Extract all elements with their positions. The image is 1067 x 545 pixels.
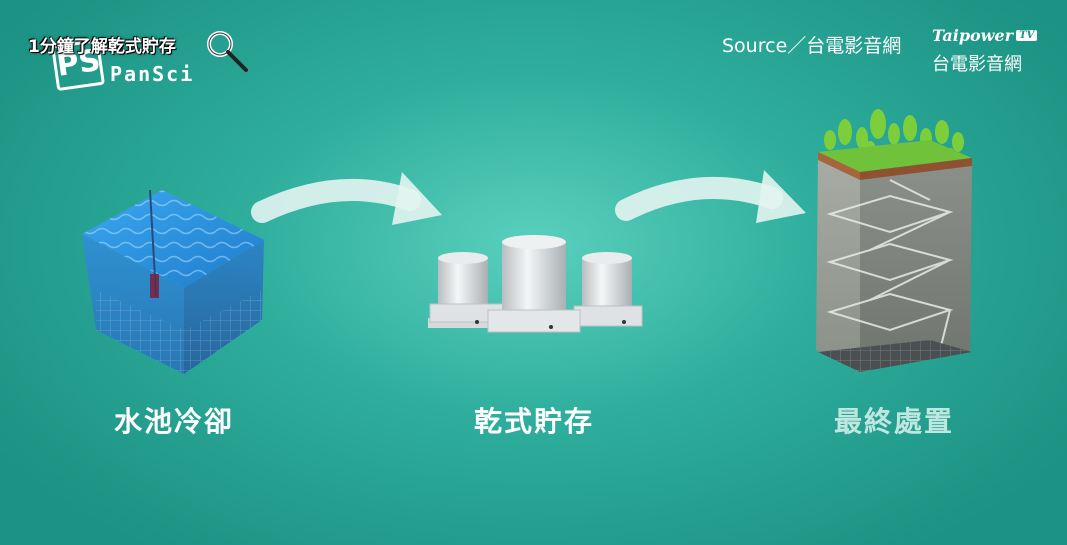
stage-label-pool-cooling: 水池冷卻 bbox=[113, 405, 234, 438]
video-headline: 1分鐘了解乾式貯存 bbox=[28, 37, 176, 57]
geologic-repository-icon bbox=[816, 109, 972, 372]
taipower-brand: Taipower bbox=[932, 26, 1014, 45]
tv-badge: TV bbox=[1016, 30, 1038, 41]
logo-name: PanSci bbox=[110, 62, 195, 86]
stage-label-dry-storage: 乾式貯存 bbox=[473, 405, 594, 438]
source-credit: Source／台電影音網 bbox=[722, 35, 902, 57]
arrow-1-icon bbox=[251, 172, 442, 225]
magnifier-icon bbox=[207, 31, 248, 72]
stage-label-final-disposal: 最終處置 bbox=[833, 405, 954, 438]
water-pool-cube-icon bbox=[82, 189, 264, 374]
arrow-2-icon bbox=[615, 170, 806, 223]
pansci-logo: PS PanSci 1分鐘了解乾式貯存 bbox=[28, 24, 248, 94]
dry-storage-casks-icon bbox=[428, 235, 643, 333]
network-name: 台電影音網 bbox=[932, 54, 1022, 75]
